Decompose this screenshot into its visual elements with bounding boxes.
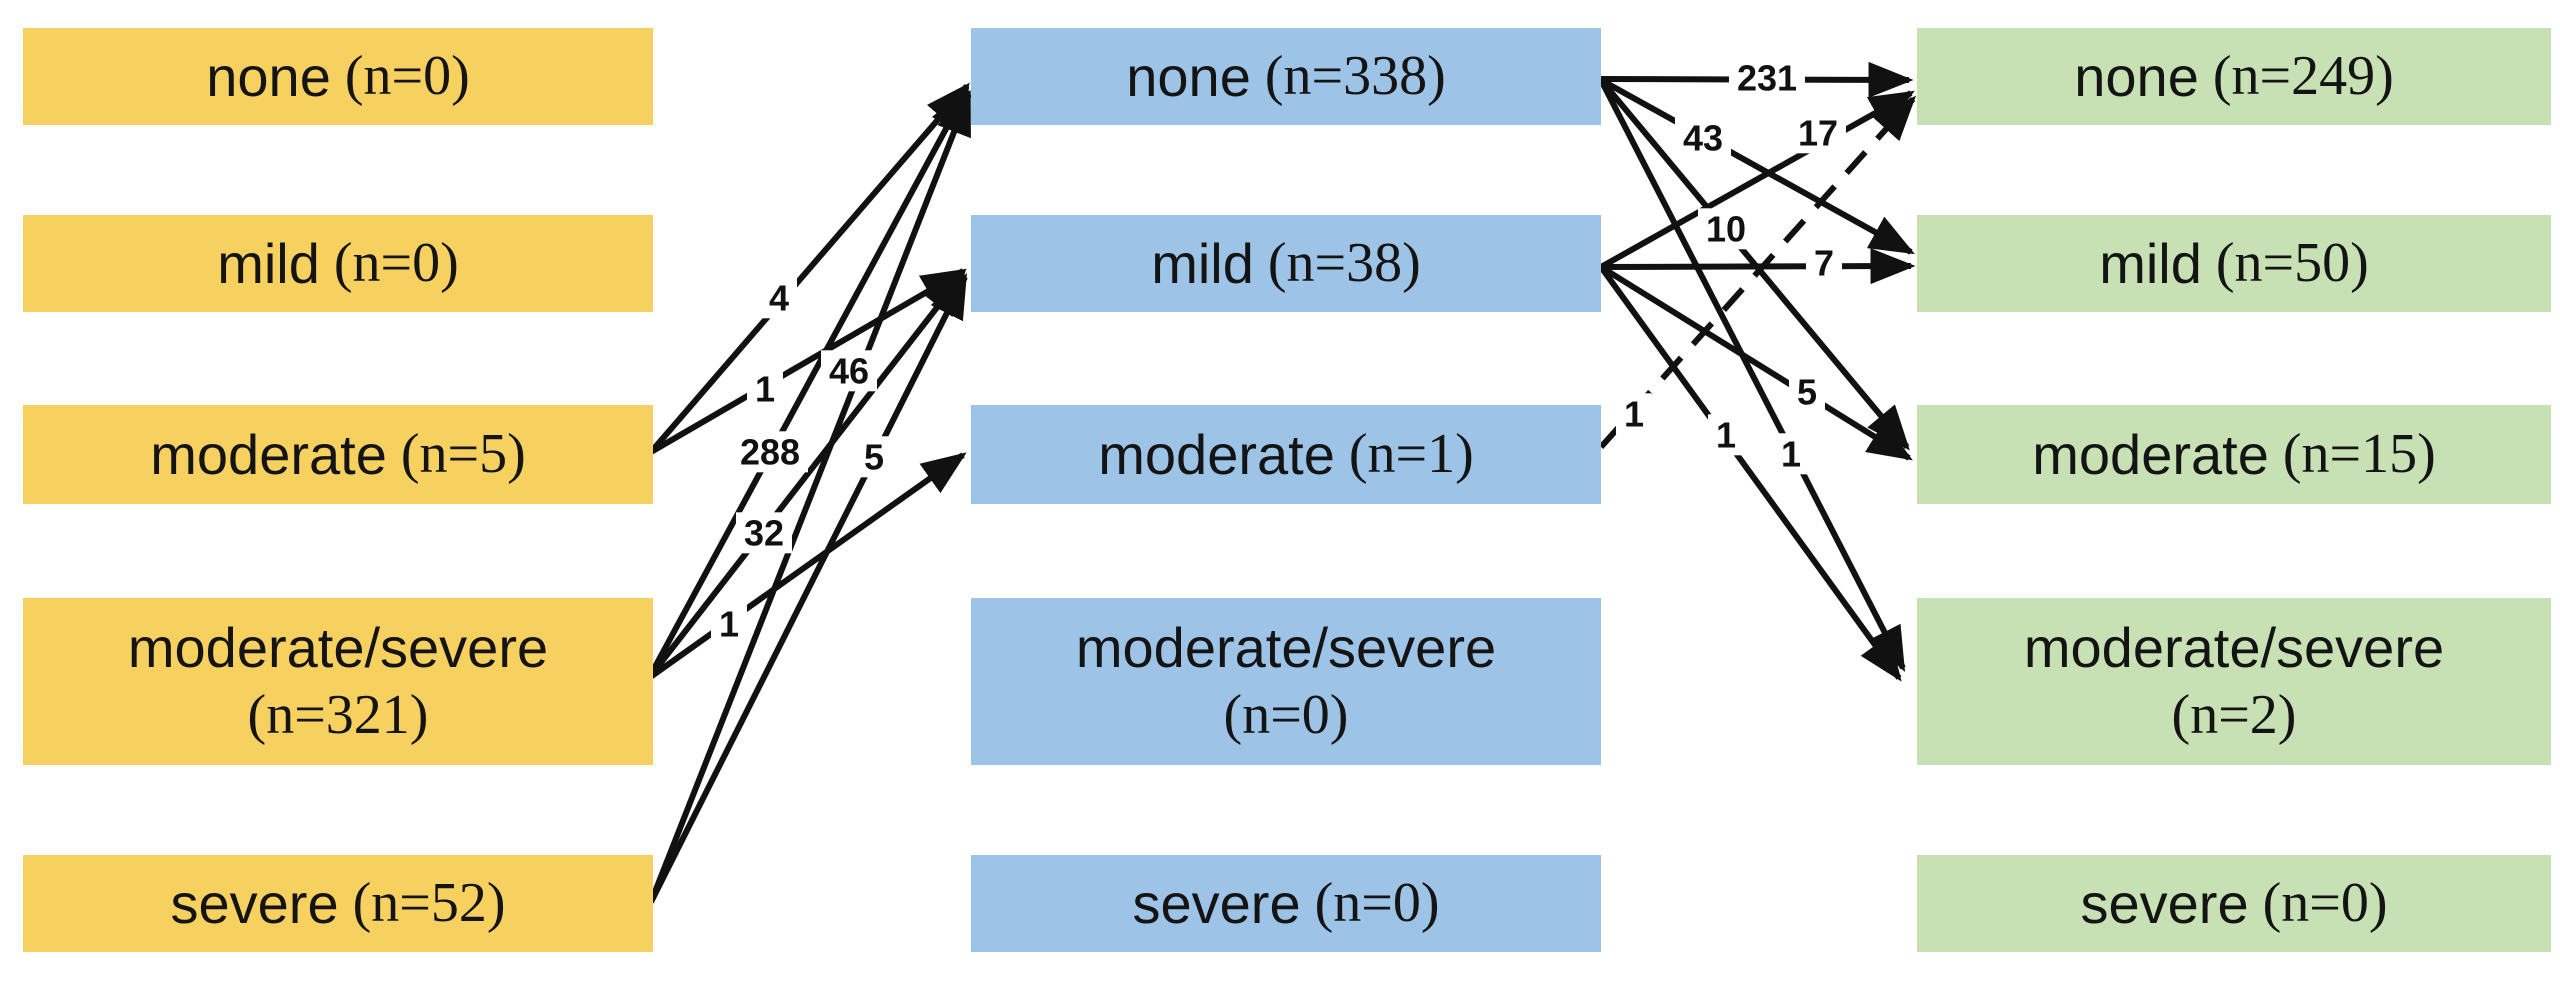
flow-value-label: 5 <box>1788 371 1826 413</box>
flow-arrow-middle-to-right-none-to-moderate-severe <box>1598 78 1906 673</box>
flow-arrow-left-to-middle-moderate-to-none <box>648 82 970 454</box>
flow-arrow-middle-to-right-mild-to-moderate-severe <box>1598 265 1902 682</box>
box-count: (n=0) <box>1223 683 1349 746</box>
flow-value-label: 17 <box>1789 112 1847 154</box>
flow-arrow-middle-to-right-none-to-moderate <box>1598 78 1910 451</box>
box-count: (n=338) <box>1264 44 1446 107</box>
flow-value-label: 1 <box>1707 414 1745 456</box>
flow-arrow-middle-to-right-mild-to-mild <box>1600 248 1916 285</box>
box-count: (n=52) <box>352 871 506 934</box>
flow-value-label: 4 <box>760 277 798 319</box>
box-label: moderate/severe <box>1075 616 1497 680</box>
box-right-mild: mild (n=50) <box>1917 215 2551 312</box>
flow-arrow-left-to-middle-moderate-to-mild <box>649 268 967 455</box>
flow-arrow-left-to-middle-severe-to-none <box>648 89 972 904</box>
flow-value-label: 5 <box>855 436 893 478</box>
box-count: (n=2) <box>2171 683 2297 746</box>
flow-value-label: 46 <box>820 350 878 392</box>
box-count: (n=50) <box>2215 231 2369 294</box>
box-count: (n=249) <box>2212 44 2394 107</box>
box-count: (n=38) <box>1267 231 1421 294</box>
flow-arrow-middle-to-right-mild-to-moderate <box>1599 264 1913 461</box>
flow-arrow-left-to-middle-severe-to-mild <box>648 272 968 904</box>
box-label: none <box>1126 44 1251 108</box>
box-label: none <box>206 44 331 108</box>
box-left-moderate: moderate (n=5) <box>23 405 653 504</box>
box-count: (n=15) <box>2282 422 2436 485</box>
box-label: severe <box>1132 871 1301 935</box>
flow-value-label: 1 <box>746 368 784 410</box>
flow-arrow-middle-to-right-none-to-mild <box>1599 77 1915 255</box>
box-count: (n=0) <box>2262 871 2388 934</box>
box-middle-moderate-severe: moderate/severe (n=0) <box>971 598 1601 765</box>
box-label: mild <box>217 231 320 295</box>
box-middle-mild: mild (n=38) <box>971 215 1601 312</box>
flow-arrow-middle-to-right-moderate-to-none <box>1598 95 1917 450</box>
box-right-severe: severe (n=0) <box>1917 855 2551 952</box>
flow-arrow-middle-to-right-mild-to-none <box>1599 90 1915 270</box>
box-left-moderate-severe: moderate/severe (n=321) <box>23 598 653 765</box>
flow-arrow-left-to-middle-moderate-severe-to-moderate <box>647 452 967 681</box>
flow-value-label: 231 <box>1728 57 1806 99</box>
box-count: (n=321) <box>247 683 429 746</box>
box-label: moderate <box>1098 422 1335 486</box>
box-count: (n=5) <box>400 422 526 485</box>
flow-value-label: 43 <box>1674 117 1732 159</box>
flow-value-label: 7 <box>1805 242 1843 284</box>
box-left-mild: mild (n=0) <box>23 215 653 312</box>
box-label: moderate/severe <box>2023 616 2445 680</box>
box-left-severe: severe (n=52) <box>23 855 653 952</box>
box-middle-moderate: moderate (n=1) <box>971 405 1601 504</box>
box-label: none <box>2074 44 2199 108</box>
box-right-moderate-severe: moderate/severe (n=2) <box>1917 598 2551 765</box>
box-count: (n=0) <box>344 44 470 107</box>
flow-value-label: 1 <box>1615 393 1653 435</box>
box-middle-severe: severe (n=0) <box>971 855 1601 952</box>
flow-value-label: 32 <box>735 512 793 554</box>
box-label: severe <box>2080 871 2249 935</box>
box-label: severe <box>170 871 339 935</box>
box-label: mild <box>1151 231 1254 295</box>
box-label: moderate <box>150 422 387 486</box>
box-right-moderate: moderate (n=15) <box>1917 405 2551 504</box>
flow-value-label: 1 <box>1772 433 1810 475</box>
box-label: moderate <box>2032 422 2269 486</box>
box-left-none: none (n=0) <box>23 28 653 125</box>
flow-value-label: 10 <box>1697 208 1755 250</box>
flow-arrow-left-to-middle-moderate-severe-to-mild <box>646 270 966 680</box>
box-count: (n=1) <box>1348 422 1474 485</box>
flow-arrow-left-to-middle-moderate-severe-to-none <box>646 86 970 680</box>
box-label: mild <box>2099 231 2202 295</box>
flow-value-label: 1 <box>710 603 748 645</box>
flow-value-label: 288 <box>731 431 809 473</box>
box-count: (n=0) <box>1314 871 1440 934</box>
box-right-none: none (n=249) <box>1917 28 2551 125</box>
box-label: moderate/severe <box>127 616 549 680</box>
box-count: (n=0) <box>333 231 459 294</box>
box-middle-none: none (n=338) <box>971 28 1601 125</box>
